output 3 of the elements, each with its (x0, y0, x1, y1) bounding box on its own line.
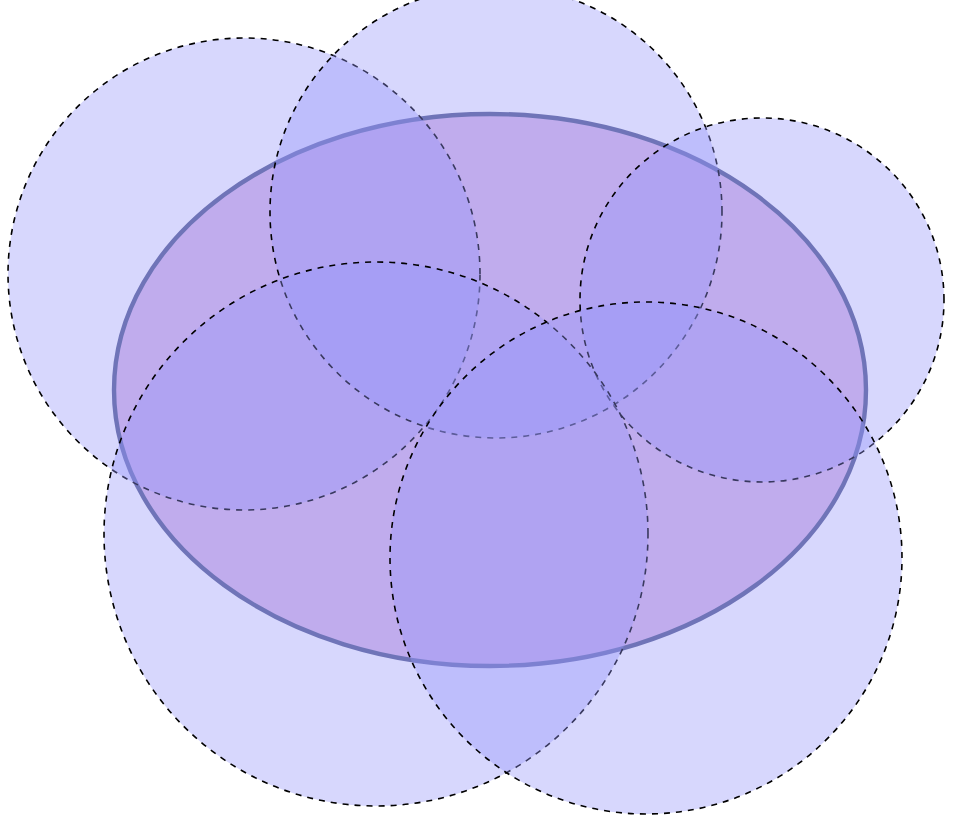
dashed-circle (389, 301, 903, 815)
ellipse-shape (111, 111, 869, 669)
dashed-circle (579, 117, 945, 483)
